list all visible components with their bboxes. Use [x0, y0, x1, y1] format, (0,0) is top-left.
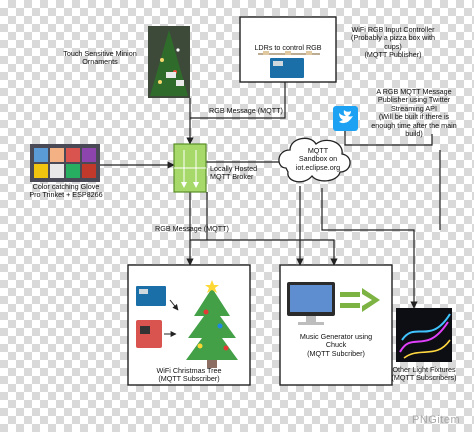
label-color-glove: Color catching Glove Pro Trinket + ESP82… — [29, 182, 103, 200]
edge-bus-music — [190, 239, 338, 266]
watermark: PNGitem — [412, 414, 461, 426]
cloud — [278, 137, 351, 183]
edge-cloud-to-lights — [321, 188, 418, 309]
label-twitter-publisher: A RGB MQTT Message Publisher using Twitt… — [371, 87, 457, 139]
label-wifi-tree: WiFi Christmas Tree (MQTT Subscriber) — [156, 366, 222, 384]
led-lights-photo — [396, 308, 452, 362]
label-edge-rgb-top: RGB Message (MQTT) — [209, 106, 283, 115]
label-edge-rgb-bottom: RGB Message (MQTT) — [155, 224, 229, 233]
monitor-icon — [287, 282, 335, 325]
local-broker-icon — [173, 143, 207, 193]
arrow-equals-icon — [340, 288, 380, 312]
label-light-fixtures: Other Light Fixtures (MQTT Subscribers) — [391, 365, 457, 383]
connectors — [100, 82, 441, 309]
label-local-broker: Locally Hosted MQTT Broker — [210, 164, 258, 182]
edge-twitter-to-cloud — [344, 126, 433, 146]
glove-photo — [30, 144, 100, 182]
twitter-bird — [333, 106, 358, 131]
label-mqtt-sandbox: MQTT Sandbox on iot.eclipse.org — [295, 146, 341, 172]
edge-ldr-to-broker — [190, 82, 286, 119]
label-music-generator: Music Generator using Chuck (MQTT Subcri… — [299, 332, 373, 358]
christmas-tree-icon — [186, 280, 238, 368]
arduino-board — [136, 286, 179, 348]
christmas-tree-photo — [148, 26, 190, 98]
label-ldr-box: LDRs to control RGB — [254, 43, 322, 52]
arduino-board — [258, 51, 320, 78]
label-rgb-input-controller: WiFi RGB Input Controller (Probably a pi… — [351, 25, 435, 60]
label-minion-ornaments: Touch Sensitive Minion Ornaments — [63, 49, 137, 67]
